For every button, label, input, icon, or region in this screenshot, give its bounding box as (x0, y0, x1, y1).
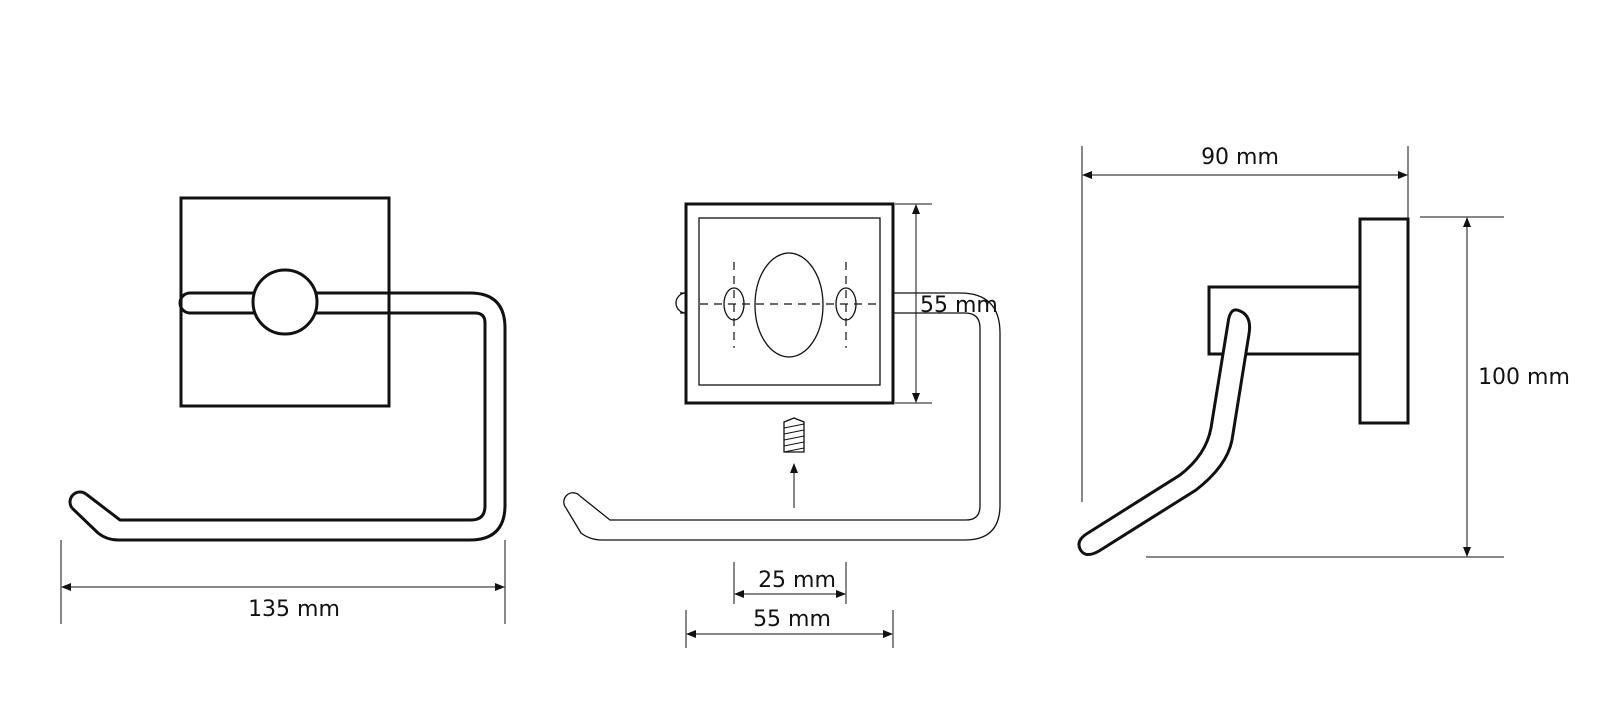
front-width-label: 135 mm (248, 597, 340, 622)
mount-plate-inner (698, 217, 881, 386)
plate-width-label: 55 mm (753, 607, 831, 632)
mount-height-label: 55 mm (920, 293, 998, 318)
mount-arm-inner (579, 312, 981, 521)
front-arm-outer (70, 291, 507, 542)
front-arm-tip-cap (68, 490, 87, 509)
side-wall-plate (1358, 217, 1410, 425)
mounting-view: 55 mm 25 mm 55 mm (563, 202, 1001, 648)
mount-arm-left-cap (675, 292, 687, 314)
side-bent-arm (1077, 308, 1252, 556)
side-arm-base (1207, 285, 1362, 356)
front-arm-left-cap (178, 291, 191, 315)
side-height-label: 100 mm (1478, 365, 1570, 390)
screw-icon (783, 417, 805, 453)
hole-spacing-label: 25 mm (758, 568, 836, 593)
mount-arm-tip-cap (563, 492, 581, 509)
mount-arm-outer (565, 292, 1001, 541)
front-rosette (251, 268, 319, 336)
depth-label: 90 mm (1201, 145, 1279, 170)
front-arm-inner (85, 311, 487, 522)
front-view: 135 mm (60, 196, 507, 624)
mount-center-opening (754, 252, 824, 358)
side-view: 90 mm 100 mm (1077, 145, 1570, 558)
